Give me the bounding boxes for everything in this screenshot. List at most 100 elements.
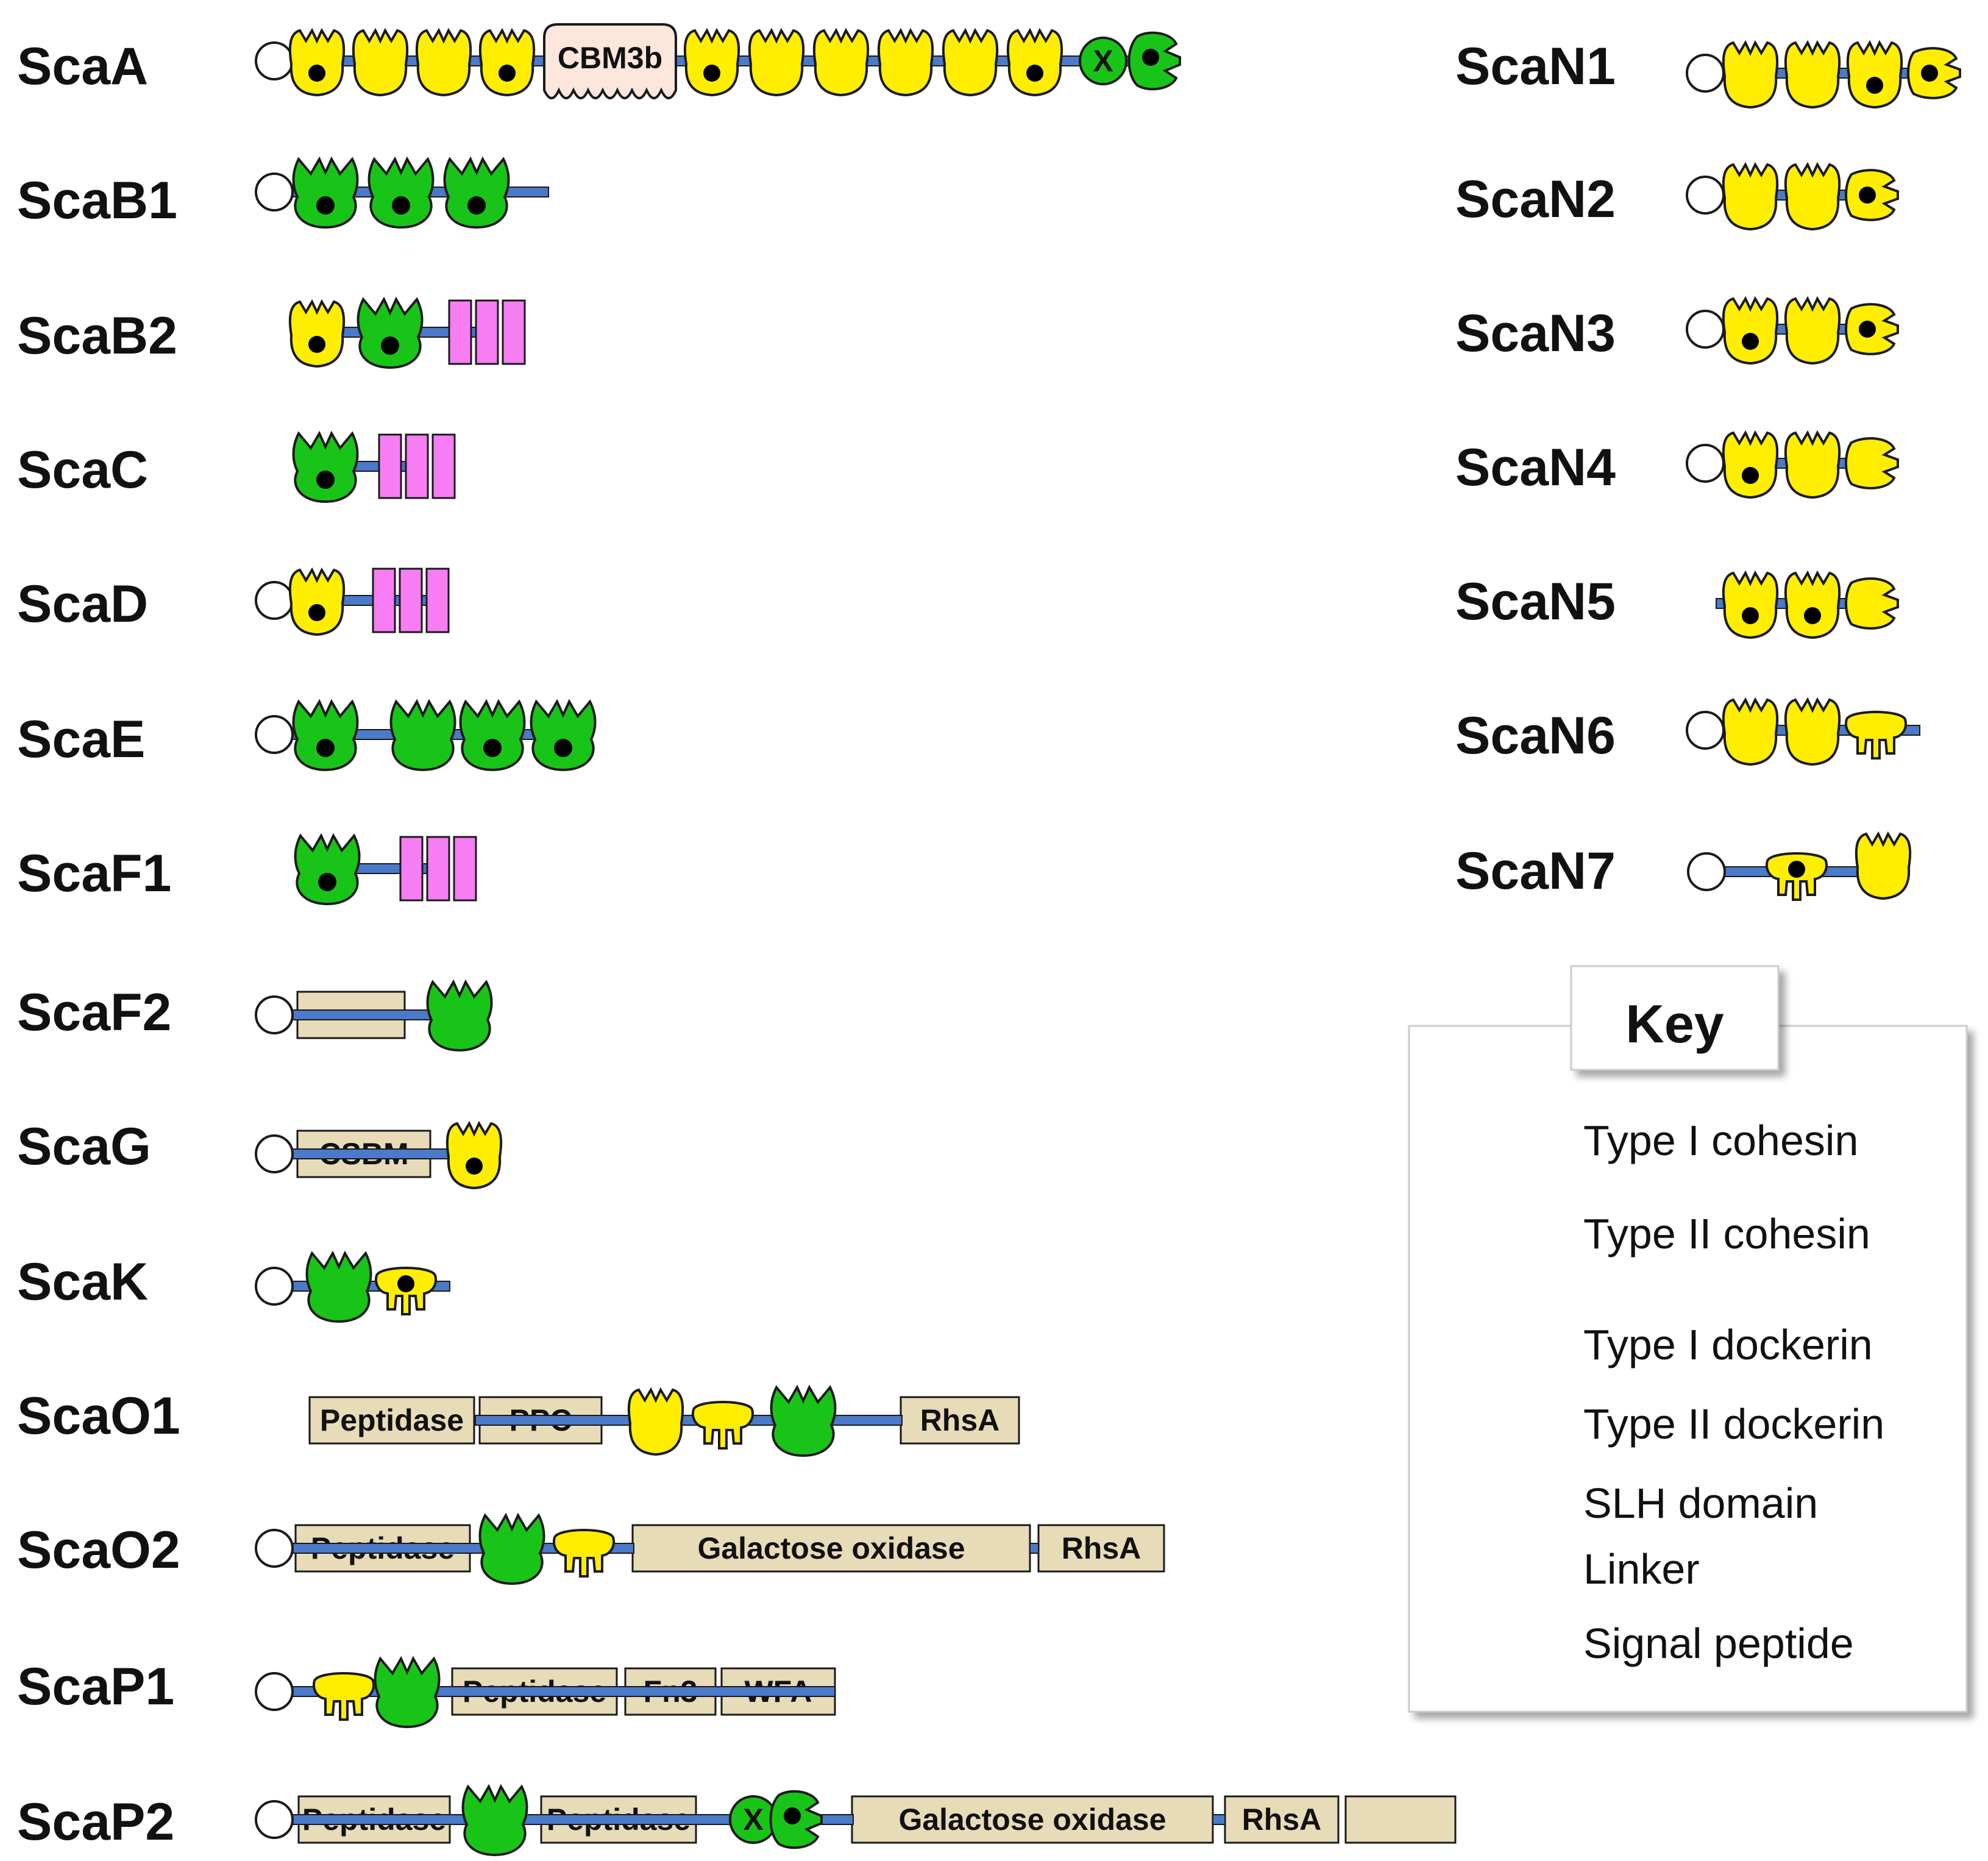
slh-domain (426, 836, 450, 902)
type1-cohesin (1006, 27, 1063, 97)
slh-domain (399, 568, 423, 633)
signal-peptide (1686, 176, 1725, 215)
key-label-type2-dockerin: Type II dockerin (1583, 1400, 1884, 1448)
label-scap2: ScaP2 (17, 1793, 174, 1851)
cbm3b-module (543, 23, 677, 99)
key-label-slh-domain: SLH domain (1583, 1479, 1818, 1527)
type1-cohesin (1722, 430, 1779, 499)
binding-dot (467, 196, 486, 215)
type1-cohesin (288, 567, 346, 636)
type1-dockerin (692, 1401, 754, 1450)
binding-dot (1866, 77, 1883, 94)
x-module-label: X (743, 1802, 763, 1837)
key-label-linker: Linker (1583, 1545, 1700, 1593)
linker (475, 1415, 903, 1426)
signal-peptide (1686, 711, 1725, 750)
signal-peptide (1686, 310, 1725, 349)
slh-domain (425, 568, 450, 633)
linker (1029, 1543, 1039, 1554)
type1-cohesin (942, 27, 999, 97)
domain-box-label: Galactose oxidase (898, 1802, 1166, 1837)
linker (292, 1009, 439, 1020)
label-scan6: ScaN6 (1455, 706, 1616, 765)
x-module (1079, 37, 1127, 85)
type2-cohesin (389, 699, 456, 772)
label-scag: ScaG (17, 1117, 151, 1176)
slh-domain (405, 433, 429, 499)
label-scan3: ScaN3 (1455, 304, 1616, 363)
domain-box-label: Galactose oxidase (697, 1531, 965, 1565)
signal-peptide (255, 173, 294, 212)
signal-peptide (255, 1529, 294, 1568)
type1-dockerin (313, 1672, 375, 1721)
type1-cohesin (1722, 40, 1779, 109)
type1-cohesin (1846, 40, 1903, 109)
x-module-label: X (1093, 44, 1113, 78)
label-scae: ScaE (17, 710, 145, 769)
signal-peptide (255, 995, 294, 1034)
binding-dot (1742, 333, 1759, 350)
domain-box-label: RhsA (1062, 1531, 1141, 1565)
type1-dockerin (1845, 711, 1907, 760)
label-scac: ScaC (17, 441, 148, 499)
domain-box (1037, 1524, 1165, 1573)
domain-box-label: Peptidase (320, 1403, 464, 1437)
type1-cohesin (1855, 831, 1912, 900)
type1-cohesin (1784, 162, 1841, 231)
label-scab1: ScaB1 (17, 171, 177, 230)
type1-cohesin (415, 27, 472, 97)
slh-domain (475, 299, 499, 365)
type1-cohesin (446, 1120, 503, 1190)
type2-cohesin (367, 156, 435, 229)
domain-box-label: RhsA (1242, 1802, 1322, 1837)
signal-peptide (1687, 852, 1726, 891)
label-scap1: ScaP1 (17, 1657, 174, 1716)
binding-dot (397, 1275, 414, 1292)
key-label-type1-cohesin: Type I cohesin (1583, 1117, 1858, 1164)
linker (292, 1148, 464, 1159)
label-scao2: ScaO2 (17, 1521, 180, 1579)
type2-cohesin (770, 1384, 837, 1457)
linker (1212, 1814, 1226, 1825)
signal-peptide (255, 1672, 294, 1711)
type1-cohesin (1784, 296, 1841, 365)
label-scao1: ScaO1 (17, 1387, 180, 1445)
type2-cohesin (530, 699, 597, 772)
binding-dot (554, 739, 572, 757)
binding-dot (316, 471, 335, 489)
label-scan1: ScaN1 (1455, 37, 1616, 96)
slh-domain (372, 568, 396, 633)
domain-box (900, 1396, 1020, 1445)
binding-dot (1788, 861, 1805, 878)
type2-cohesin (294, 833, 361, 906)
binding-dot (308, 336, 325, 353)
binding-dot (392, 196, 410, 215)
signal-peptide (1686, 444, 1725, 483)
signal-peptide (1686, 54, 1725, 93)
type1-cohesin (288, 27, 346, 97)
key-legend: Key Type I cohesin Type II cohesin Type … (1408, 965, 1968, 1713)
key-title-box (1570, 965, 1780, 1071)
type1-cohesin (1784, 430, 1841, 499)
key-label-signal-peptide: Signal peptide (1583, 1620, 1854, 1667)
cbm3b-label: CBM3b (558, 41, 662, 75)
binding-dot (316, 196, 335, 215)
type1-dockerin (1845, 437, 1899, 489)
binding-dot (1142, 49, 1159, 66)
type2-cohesin (443, 156, 510, 229)
type1-cohesin (1722, 570, 1779, 639)
type1-cohesin (1722, 697, 1779, 766)
key-title: Key (1625, 994, 1724, 1054)
binding-dot (381, 336, 399, 355)
label-scab2: ScaB2 (17, 307, 177, 365)
key-label-type1-dockerin: Type I dockerin (1583, 1321, 1873, 1368)
binding-dot (318, 873, 336, 891)
type2-cohesin (426, 979, 493, 1052)
type1-cohesin (1784, 697, 1841, 766)
key-label-type2-cohesin: Type II cohesin (1583, 1210, 1870, 1258)
type2-cohesin (305, 1250, 372, 1323)
label-scan4: ScaN4 (1455, 438, 1616, 497)
type2-cohesin (292, 430, 359, 504)
